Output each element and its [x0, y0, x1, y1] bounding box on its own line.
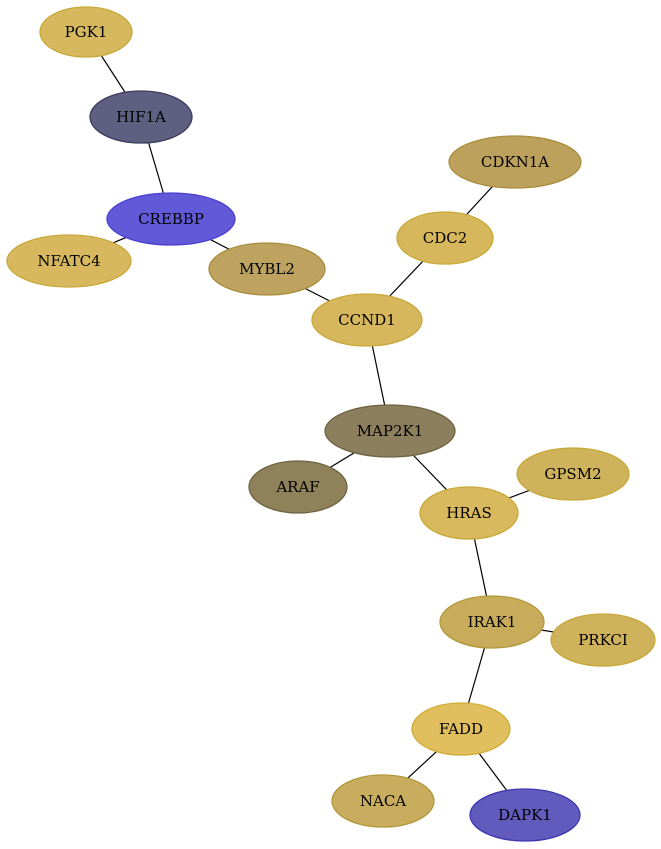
node-label: NACA — [360, 792, 406, 810]
node-label: IRAK1 — [468, 613, 517, 631]
node-gpsm2[interactable]: GPSM2 — [516, 447, 630, 501]
node-label: PRKCI — [578, 631, 628, 649]
node-label: NFATC4 — [37, 252, 100, 270]
node-map2k1[interactable]: MAP2K1 — [324, 404, 456, 458]
node-ellipse[interactable] — [411, 702, 511, 756]
node-ellipse[interactable] — [39, 6, 133, 58]
node-ellipse[interactable] — [331, 774, 435, 828]
node-naca[interactable]: NACA — [331, 774, 435, 828]
node-ellipse[interactable] — [311, 293, 423, 347]
node-label: PGK1 — [65, 23, 108, 41]
node-ellipse[interactable] — [516, 447, 630, 501]
node-ellipse[interactable] — [106, 192, 236, 246]
node-hras[interactable]: HRAS — [419, 486, 519, 540]
node-label: MYBL2 — [239, 260, 295, 278]
node-mybl2[interactable]: MYBL2 — [208, 242, 326, 296]
node-fadd[interactable]: FADD — [411, 702, 511, 756]
node-label: GPSM2 — [544, 465, 601, 483]
node-ellipse[interactable] — [396, 211, 494, 265]
node-ellipse[interactable] — [6, 234, 132, 288]
node-label: FADD — [439, 720, 483, 738]
node-label: DAPK1 — [498, 806, 552, 824]
node-hif1a[interactable]: HIF1A — [89, 90, 193, 144]
node-nfatc4[interactable]: NFATC4 — [6, 234, 132, 288]
node-label: HRAS — [446, 504, 491, 522]
node-ellipse[interactable] — [439, 595, 545, 649]
node-ellipse[interactable] — [324, 404, 456, 458]
node-prkci[interactable]: PRKCI — [550, 613, 656, 667]
node-crebbp[interactable]: CREBBP — [106, 192, 236, 246]
node-cdc2[interactable]: CDC2 — [396, 211, 494, 265]
node-cdkn1a[interactable]: CDKN1A — [448, 135, 582, 189]
node-irak1[interactable]: IRAK1 — [439, 595, 545, 649]
node-ellipse[interactable] — [208, 242, 326, 296]
node-ellipse[interactable] — [248, 460, 348, 514]
node-label: CDC2 — [423, 229, 468, 247]
node-label: CREBBP — [138, 210, 204, 228]
node-dapk1[interactable]: DAPK1 — [469, 788, 581, 842]
node-label: MAP2K1 — [357, 422, 424, 440]
node-ccnd1[interactable]: CCND1 — [311, 293, 423, 347]
node-label: CCND1 — [338, 311, 396, 329]
node-ellipse[interactable] — [448, 135, 582, 189]
node-araf[interactable]: ARAF — [248, 460, 348, 514]
node-label: ARAF — [275, 478, 319, 496]
node-ellipse[interactable] — [419, 486, 519, 540]
node-ellipse[interactable] — [469, 788, 581, 842]
node-label: HIF1A — [116, 108, 166, 126]
node-ellipse[interactable] — [89, 90, 193, 144]
node-ellipse[interactable] — [550, 613, 656, 667]
node-label: CDKN1A — [481, 153, 549, 171]
node-pgk1[interactable]: PGK1 — [39, 6, 133, 58]
